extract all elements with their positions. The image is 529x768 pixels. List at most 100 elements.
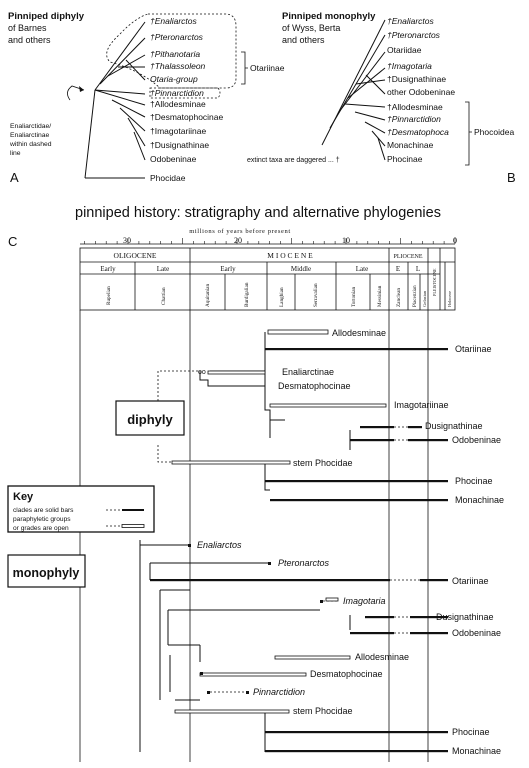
taxon-pteronarctos: †Pteronarctos [150,32,204,42]
panel-a-title-3: and others [8,35,51,45]
stage-messinian: Messinian [377,285,383,307]
note-line-1: Enaliarctidae/ [10,123,51,130]
d-otariinae: Otariinae [455,344,492,354]
m-dusignathinae: Dusignathinae [436,612,494,622]
taxon-otaria-group: Otaria-group [150,74,198,84]
stage-gelasian: Gelasian [422,290,427,307]
d-phocinae: Phocinae [455,476,493,486]
b-taxon-enaliarctos: †Enaliarctos [387,16,435,26]
panel-c-letter: C [8,234,17,249]
pinnarctidion-dashed-outline [149,87,221,99]
epoch-pliocene: PLIOCENE [394,254,423,260]
m-monachinae: Monachinae [452,746,501,756]
d-allodesminae: Allodesminae [332,328,386,338]
subepoch-olig-early: Early [100,265,116,273]
panel-c: pinniped history: stratigraphy and alter… [7,205,504,762]
m-otariinae: Otariinae [452,576,489,586]
m-phocinae: Phocinae [452,727,490,737]
diphyly-joint-marker: oo [198,369,206,376]
panel-b-title-2: of Wyss, Berta [282,23,340,33]
panel-a-letter: A [10,170,19,185]
m-pteronarctos: Pteronarctos [278,558,330,568]
m-stem-phocidae: stem Phocidae [293,706,353,716]
d-desmatophocinae: Desmatophocinae [278,381,351,391]
note-line-4: line [10,150,21,157]
monophyly-tree [139,540,448,753]
panel-c-title: pinniped history: stratigraphy and alter… [75,205,441,221]
note-arrow [67,85,85,101]
m-enaliarctos: Enaliarctos [197,540,242,550]
subepoch-olig-late: Late [157,265,169,273]
stage-tortonian: Tortonian [351,287,357,307]
stage-langhian: Langhian [279,287,285,307]
b-taxon-pinnarctidion: †Pinnarctidion [387,114,441,124]
d-monachinae: Monachinae [455,495,504,505]
b-taxon-pteronarctos: †Pteronarctos [387,30,441,40]
taxon-odobeninae: Odobeninae [150,154,197,164]
d-dusignathinae: Dusignathinae [425,421,483,431]
panel-a-title-2: of Barnes [8,23,47,33]
diphyly-tree: oo [157,329,448,502]
extinct-note: extinct taxa are daggered ... † [247,157,340,164]
subepoch-mio-middle: Middle [291,265,311,273]
stage-zanclean: Zanclean [396,288,402,307]
d-imagotariinae: Imagotariinae [394,400,449,410]
monophyly-label: monophyly [13,566,80,580]
time-guides [79,310,429,762]
panel-b-tree [321,19,386,161]
taxon-phocidae: Phocidae [150,173,186,183]
epoch-pleistocene: PLEISTOCENE [432,268,437,296]
m-pinnarctidion: Pinnarctidion [253,687,305,697]
otariinae-bracket-label: Otariinae [250,63,285,73]
tick-10: 10 [342,236,350,245]
stage-aquitanian: Aquitanian [205,284,211,307]
stage-holocene: Holocene [447,291,452,307]
taxon-pinnarctidion: †Pinnarctidion [150,88,204,98]
subepoch-mio-late: Late [356,265,368,273]
stage-burdigalian: Burdigalian [244,282,250,307]
taxon-desmatophocinae: †Desmatophocinae [150,112,224,122]
taxon-enaliarctos: †Enaliarctos [150,16,198,26]
key-box: Key clades are solid bars paraphyletic g… [7,485,155,533]
monophyly-labels: Enaliarctos Pteronarctos Otariinae Imago… [197,540,501,756]
panel-b-letter: B [507,170,516,185]
b-taxon-allodesminae: †Allodesminae [387,102,443,112]
subepoch-plio-early: E [396,265,400,273]
epoch-miocene: M I O C E N E [267,251,313,260]
enaliarctid-dashed-outline [106,13,237,89]
panel-a-title-1: Pinniped diphyly [8,11,85,22]
tick-20: 20 [234,236,242,245]
panel-a: Pinniped diphyly of Barnes and others †E… [8,11,340,185]
key-line-2b: or grades are open [13,525,69,532]
subepoch-plio-late: L [416,265,420,273]
b-taxon-phocinae: Phocinae [387,154,423,164]
b-taxon-imagotaria: †Imagotaria [387,61,432,71]
d-odobeninae: Odobeninae [452,435,501,445]
diphyly-label-box: diphyly [115,400,185,436]
m-allodesminae: Allodesminae [355,652,409,662]
key-line-2a: paraphyletic groups [13,516,71,523]
tick-30: 30 [123,236,131,245]
phocoidea-bracket-label: Phocoidea [474,127,514,137]
monophyly-label-box: monophyly [7,554,86,588]
stage-chattian: Chattian [161,287,167,305]
taxon-allodesminae: †Allodesminae [150,99,206,109]
stage-rupelian: Rupelian [106,286,112,305]
d-stem-phocidae: stem Phocidae [293,458,353,468]
subepoch-mio-early: Early [220,265,236,273]
key-title: Key [13,491,34,503]
note-line-2: Enaliarctinae [10,132,50,139]
m-odobeninae: Odobeninae [452,628,501,638]
b-taxon-otariidae: Otariidae [387,45,422,55]
stage-serravalian: Serravalian [313,283,319,307]
taxon-thalassoleon: †Thalassoleon [150,61,206,71]
key-line-1: clades are solid bars [13,507,74,514]
b-taxon-dusignathinae: †Dusignathinae [387,74,446,84]
diphyly-label: diphyly [127,412,173,427]
otariinae-bracket [241,51,248,85]
taxon-dusignathinae: †Dusignathinae [150,140,209,150]
b-taxon-desmatophoca: †Desmatophoca [387,127,449,137]
m-imagotaria: Imagotaria [343,596,386,606]
tick-0: 0 [453,236,457,245]
